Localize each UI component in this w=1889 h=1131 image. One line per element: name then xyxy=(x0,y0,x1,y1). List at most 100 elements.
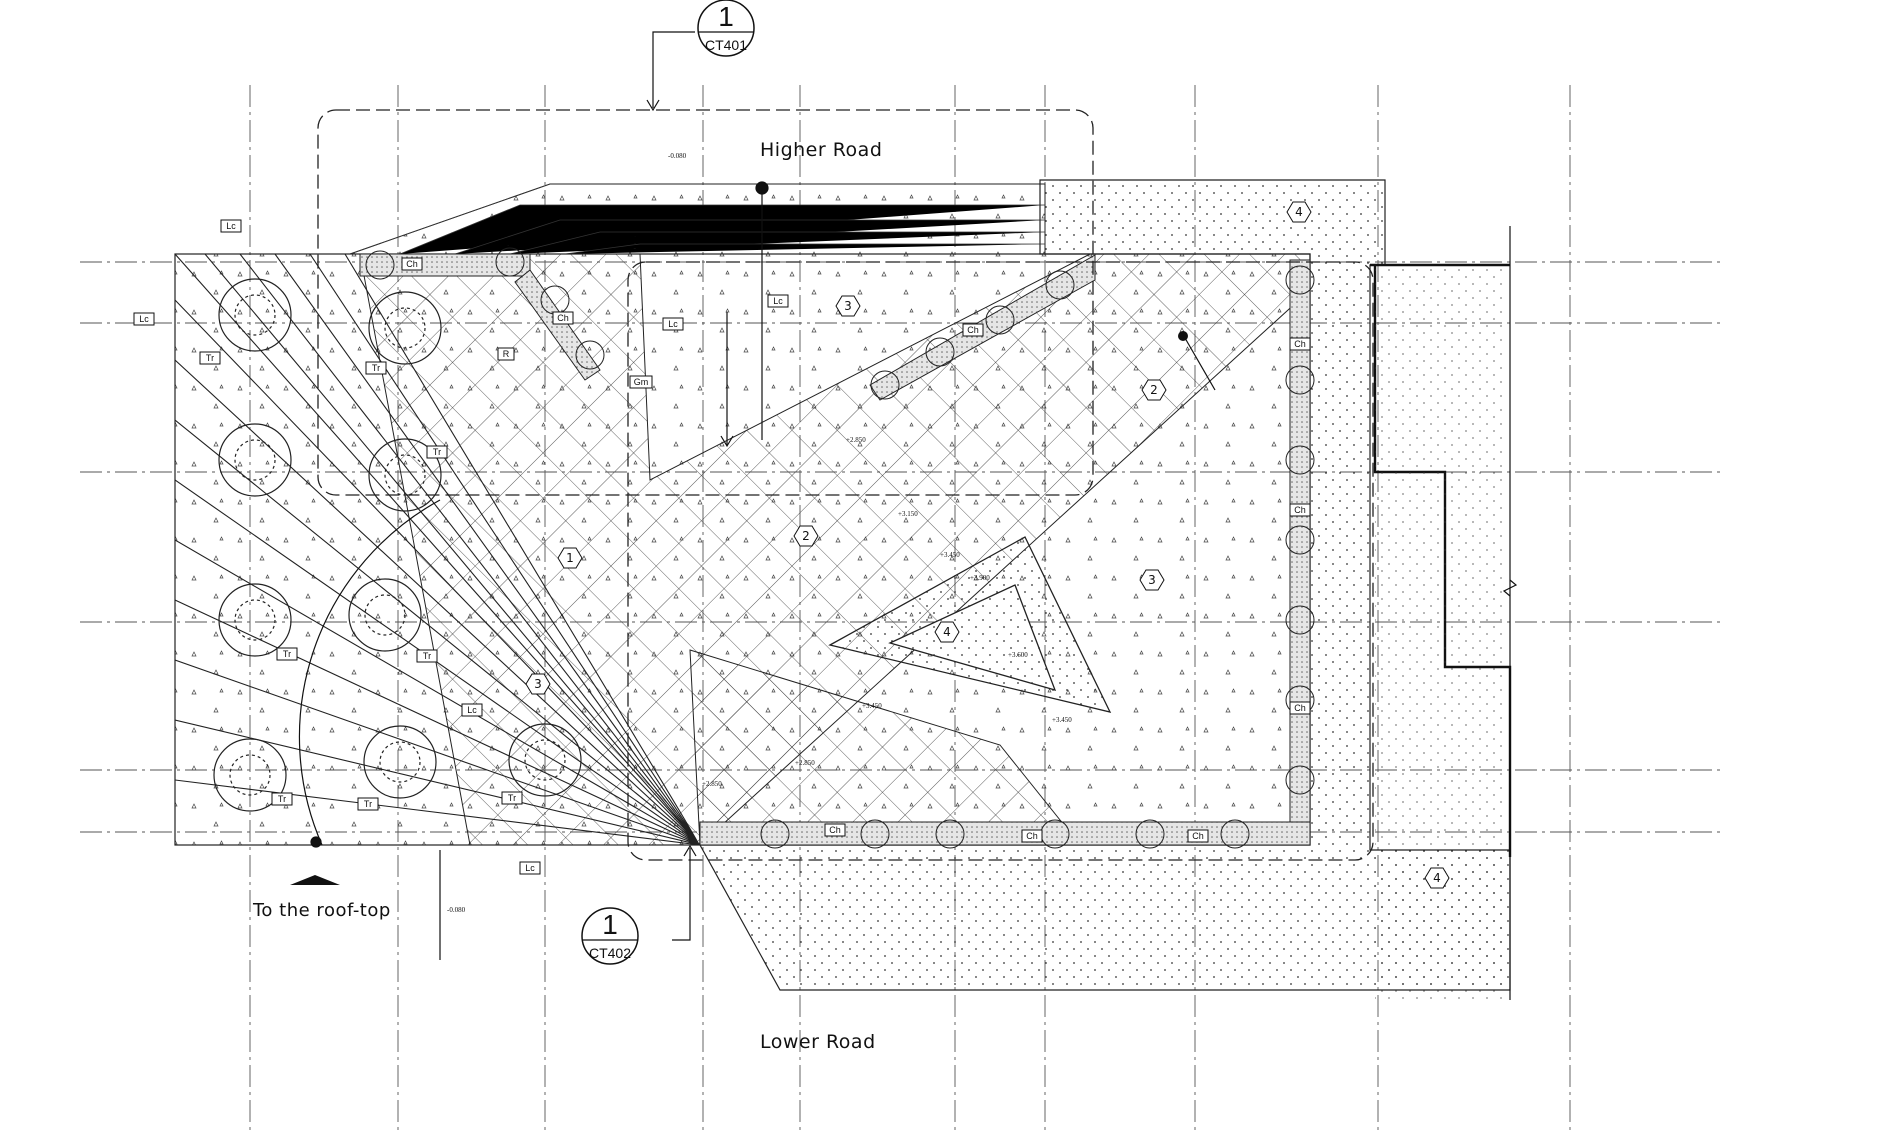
svg-text:4: 4 xyxy=(1295,205,1303,219)
tree xyxy=(363,725,437,799)
elevation-marker: -0.080 xyxy=(668,152,687,160)
section-ref-bottom[interactable]: 1 CT402 xyxy=(581,907,639,965)
tag-ch: Ch xyxy=(1289,337,1311,351)
tag-tr: Tr xyxy=(357,797,379,811)
svg-text:Tr: Tr xyxy=(423,651,431,661)
datum-point-right xyxy=(1178,331,1188,341)
tag-lc: Lc xyxy=(461,703,483,717)
elevation-marker: +2.850 xyxy=(846,436,866,444)
elevation-marker: +2.850 xyxy=(795,759,815,767)
tag-ch: Ch xyxy=(1289,503,1311,517)
tree xyxy=(508,723,582,797)
trees xyxy=(213,278,582,812)
elevation-marker: +2.850 xyxy=(702,780,722,788)
svg-text:Tr: Tr xyxy=(283,649,291,659)
tag-tr: Tr xyxy=(365,361,387,375)
svg-text:4: 4 xyxy=(1433,871,1441,885)
tag-tr: Tr xyxy=(501,791,523,805)
svg-text:Lc: Lc xyxy=(226,221,236,231)
zone-hex: 2 xyxy=(1141,379,1167,401)
tag-lc: Lc xyxy=(519,861,541,875)
shrubs xyxy=(365,247,1315,849)
tag-lc: Lc xyxy=(220,219,242,233)
lower-road-label: Lower Road xyxy=(760,1031,876,1053)
upper-terrace-lines xyxy=(349,183,1045,255)
elevation-marker: +3.450 xyxy=(940,551,960,559)
svg-text:Tr: Tr xyxy=(364,799,372,809)
section-leaders xyxy=(298,31,769,960)
svg-text:Ch: Ch xyxy=(967,325,979,335)
svg-text:Tr: Tr xyxy=(433,447,441,457)
inner-triangle-dots xyxy=(890,585,1055,690)
svg-text:Ch: Ch xyxy=(1294,505,1306,515)
tree xyxy=(368,438,442,512)
tag-tr: Tr xyxy=(276,647,298,661)
svg-text:3: 3 xyxy=(534,677,542,691)
zone-hex: 3 xyxy=(835,295,861,317)
break-mark xyxy=(1502,579,1518,597)
svg-text:1: 1 xyxy=(566,551,574,565)
stair-arrow xyxy=(1184,337,1216,391)
svg-text:Ch: Ch xyxy=(1192,831,1204,841)
svg-text:Tr: Tr xyxy=(206,353,214,363)
elevation-marker: +3.900 xyxy=(970,574,990,582)
up-arrow-icon xyxy=(290,875,340,885)
tree xyxy=(368,291,442,365)
section-ref-top[interactable]: 1 CT401 xyxy=(697,0,755,57)
zone-hex: 4 xyxy=(934,621,960,643)
tag-ch: Ch xyxy=(552,311,574,325)
svg-text:2: 2 xyxy=(802,529,810,543)
svg-text:3: 3 xyxy=(1148,573,1156,587)
svg-text:Lc: Lc xyxy=(668,319,678,329)
tree xyxy=(218,278,292,352)
svg-text:Ch: Ch xyxy=(1026,831,1038,841)
svg-text:Tr: Tr xyxy=(508,793,516,803)
elevation-marker: +3.600 xyxy=(1008,651,1028,659)
section-ref-top-sheet: CT401 xyxy=(705,37,747,53)
svg-text:Gm: Gm xyxy=(634,377,649,387)
zone-hex: 4 xyxy=(1286,201,1312,223)
section-ref-bottom-sheet: CT402 xyxy=(589,945,631,961)
tag-lc: Lc xyxy=(133,312,155,326)
higher-road-label: Higher Road xyxy=(760,139,882,161)
svg-text:Tr: Tr xyxy=(372,363,380,373)
tag-ch: Ch xyxy=(1289,701,1311,715)
svg-text:R: R xyxy=(503,349,510,359)
tag-tr: Tr xyxy=(271,792,293,806)
svg-text:Lc: Lc xyxy=(139,314,149,324)
radiating-ramp xyxy=(175,254,700,845)
svg-text:Ch: Ch xyxy=(1294,703,1306,713)
elevation-marker: +3.450 xyxy=(1052,716,1072,724)
svg-text:Lc: Lc xyxy=(773,296,783,306)
tag-ch: Ch xyxy=(401,257,423,271)
zone-labels: 1 2 2 3 3 3 4 4 4 xyxy=(525,201,1450,889)
zone-hex: 2 xyxy=(793,525,819,547)
svg-text:Ch: Ch xyxy=(557,313,569,323)
elevation-marker: -0.080 xyxy=(447,906,466,914)
tag-ch: Ch xyxy=(1021,829,1043,843)
tag-ch: Ch xyxy=(1187,829,1209,843)
zone-hex: 3 xyxy=(1139,569,1165,591)
tag-tr: Tr xyxy=(426,445,448,459)
roof-top-note: To the roof-top xyxy=(252,900,391,921)
svg-text:Ch: Ch xyxy=(1294,339,1306,349)
material-tags: Lc Lc Lc Lc Lc Lc Ch Ch Ch Ch Ch Ch Ch C… xyxy=(133,219,1311,875)
tag-ch: Ch xyxy=(962,323,984,337)
svg-text:4: 4 xyxy=(943,625,951,639)
zone-hex: 3 xyxy=(525,673,551,695)
zone-hex: 1 xyxy=(557,547,583,569)
svg-text:3: 3 xyxy=(844,299,852,313)
tree xyxy=(218,583,292,657)
svg-text:Ch: Ch xyxy=(406,259,418,269)
elevation-marker: +3.150 xyxy=(898,510,918,518)
tree xyxy=(218,423,292,497)
tag-r: R xyxy=(497,347,515,361)
svg-text:2: 2 xyxy=(1150,383,1158,397)
tree xyxy=(348,578,422,652)
elevation-markers: -0.080 -0.080 +2.850 +3.150 +3.450 +3.90… xyxy=(447,152,1072,914)
tag-ch: Ch xyxy=(824,823,846,837)
tree xyxy=(213,738,287,812)
tag-lc: Lc xyxy=(767,294,789,308)
zone-hex: 4 xyxy=(1424,867,1450,889)
